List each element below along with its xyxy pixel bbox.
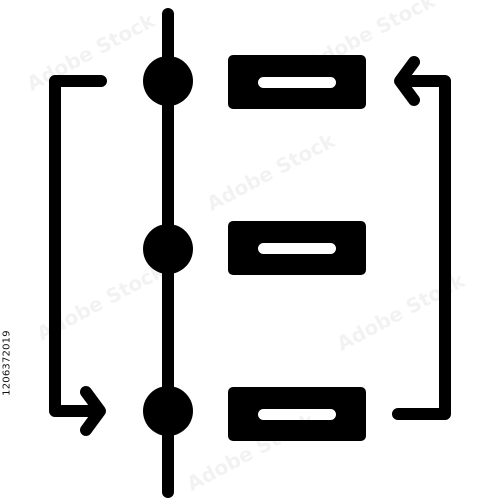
node-circle-top	[143, 56, 193, 106]
right-loop-arrow-line	[392, 75, 451, 420]
node-circle-middle	[143, 224, 193, 274]
task-card-bottom	[228, 387, 366, 441]
left-loop-arrowhead	[80, 386, 106, 436]
left-loop-arrow-line	[49, 75, 107, 417]
stock-id-label: 1206372019	[1, 330, 13, 396]
task-card-top	[228, 55, 366, 109]
node-circle-bottom	[143, 386, 193, 436]
right-loop-arrowhead	[394, 56, 420, 106]
task-card-middle	[228, 221, 366, 275]
